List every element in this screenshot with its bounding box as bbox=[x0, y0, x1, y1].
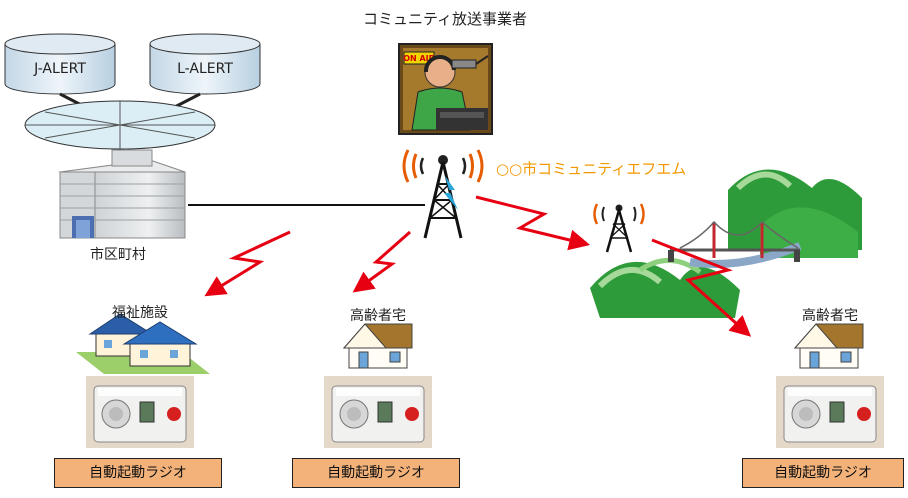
auto-start-radio-photo bbox=[86, 376, 194, 448]
elderly-home-label: 高齢者宅 bbox=[350, 308, 406, 324]
l-alert-label: L-ALERT bbox=[177, 61, 233, 77]
city-office-building-icon bbox=[58, 149, 186, 239]
l-alert-database-icon bbox=[149, 33, 261, 95]
elderly-home-label: 高齢者宅 bbox=[802, 308, 858, 324]
network-hub-icon bbox=[24, 100, 216, 150]
signal-to-elderly-home-1 bbox=[352, 230, 411, 293]
auto-start-radio-label: 自動起動ラジオ bbox=[742, 458, 904, 488]
signal-to-relay bbox=[475, 195, 591, 251]
elderly-home-house-icon bbox=[342, 323, 413, 369]
broadcast-tower-icon bbox=[402, 149, 484, 239]
suspension-bridge-illustration bbox=[668, 220, 802, 268]
j-alert-label: J-ALERT bbox=[33, 61, 86, 77]
relay-tower-icon bbox=[593, 203, 645, 253]
signal-to-elderly-home-2 bbox=[651, 238, 752, 337]
auto-start-radio-label: 自動起動ラジオ bbox=[54, 458, 222, 488]
station-name-label: ○○市コミュニティエフエム bbox=[496, 160, 687, 178]
signal-arrows bbox=[204, 195, 752, 337]
welfare-facility-label: 福祉施設 bbox=[112, 305, 168, 321]
on-air-broadcaster-illustration: ON AIR bbox=[398, 43, 493, 135]
on-air-sign: ON AIR bbox=[403, 54, 435, 63]
auto-start-radio-photo bbox=[776, 376, 884, 448]
auto-start-radio-label: 自動起動ラジオ bbox=[292, 458, 460, 488]
mountains-illustration bbox=[590, 169, 862, 318]
elderly-home-house-icon bbox=[793, 323, 864, 369]
welfare-facility-illustration bbox=[76, 313, 210, 374]
broadcaster-title: コミュニティ放送事業者 bbox=[362, 10, 528, 28]
municipality-label: 市区町村 bbox=[90, 247, 146, 263]
signal-to-welfare-facility bbox=[204, 230, 291, 297]
auto-start-radio-photo bbox=[324, 376, 432, 448]
j-alert-database-icon bbox=[4, 33, 116, 95]
